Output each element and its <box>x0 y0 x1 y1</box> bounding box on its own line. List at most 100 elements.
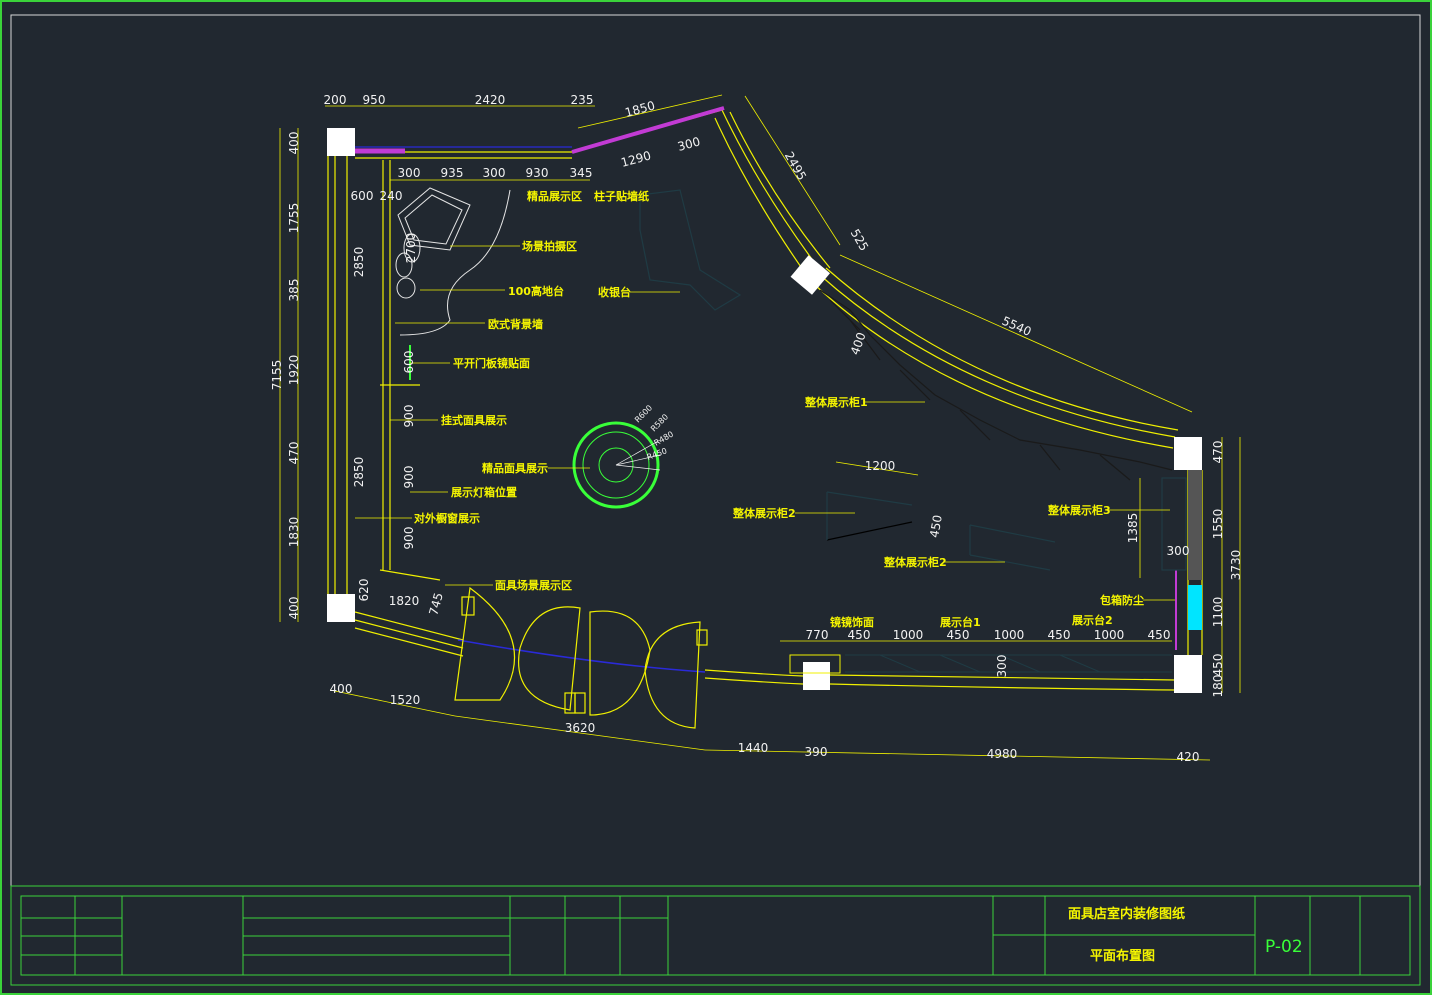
area-labels: 精品展示区 柱子贴墙纸 场景拍摄区 100高地台 收银台 欧式背景墙 平开门板镜… <box>414 189 1144 629</box>
title-block-drawing-no: P-02 <box>1265 937 1303 957</box>
dim-misc-1: 450 <box>927 514 945 539</box>
dim-counter-0: 770 <box>806 628 829 642</box>
dim-left-6: 400 <box>287 597 301 620</box>
label-boutique-display: 精品展示区 <box>527 189 582 203</box>
dim-left-10: 2700 <box>404 233 418 264</box>
dim-counter-3: 450 <box>947 628 970 642</box>
dim-left-8: 2850 <box>352 247 366 278</box>
label-cabinet-3: 整体展示柜3 <box>1047 503 1111 517</box>
dim-left-0: 400 <box>287 132 301 155</box>
dims-inner-group: 300 935 300 930 345 600 240 <box>351 166 593 203</box>
storefront-line <box>457 639 706 673</box>
dim-right-4: 180 <box>1211 675 1225 698</box>
dim-bottom-0: 400 <box>330 682 353 696</box>
label-table-2: 展示台2 <box>1071 613 1113 627</box>
dim-bottom-4: 390 <box>805 745 828 759</box>
dim-counter-5: 450 <box>1048 628 1071 642</box>
dims-top-group: 200 950 2420 235 1850 300 1290 2495 525 … <box>324 93 1034 339</box>
dim-left-4: 470 <box>287 442 301 465</box>
label-lightbox: 展示灯箱位置 <box>450 485 517 499</box>
dim-inner-3: 930 <box>526 166 549 180</box>
dim-wall-3: 900 <box>402 527 416 550</box>
title-block-drawing-name: 平面布置图 <box>1090 948 1155 964</box>
title-block <box>10 885 1421 986</box>
label-premium-masks: 精品面具展示 <box>482 461 548 475</box>
label-scene-display: 面具场景展示区 <box>495 578 572 592</box>
dim-bottom-6: 420 <box>1177 750 1200 764</box>
dim-bottom-1: 1520 <box>390 693 421 707</box>
label-mirror-door: 平开门板镜贴面 <box>453 356 530 370</box>
label-cabinet-2: 整体展示柜2 <box>732 506 796 520</box>
label-platform: 100高地台 <box>508 284 564 298</box>
label-cashier: 收银台 <box>598 285 631 299</box>
label-window-display: 对外橱窗展示 <box>414 511 480 525</box>
dim-wall-0: 600 <box>402 351 416 374</box>
dim-left-11: 620 <box>357 579 371 602</box>
dim-top-2: 2420 <box>475 93 506 107</box>
bottom-display-counters <box>789 654 1172 674</box>
dim-misc-0: 1200 <box>865 459 896 473</box>
dim-bottom-8: 745 <box>426 591 445 617</box>
dim-top-6: 1290 <box>619 148 652 169</box>
dim-counter-1: 450 <box>848 628 871 642</box>
dims-right-group: 470 1550 1100 450 180 3730 1385 300 <box>1126 441 1243 698</box>
label-column-wallpaper: 柱子贴墙纸 <box>594 189 649 203</box>
dim-round-0: R600 <box>633 403 654 424</box>
dim-counter-2: 1000 <box>893 628 924 642</box>
entrance-doors <box>454 586 708 729</box>
dim-wall-1: 900 <box>402 405 416 428</box>
dim-left-7: 7155 <box>270 360 284 391</box>
dim-bottom-7: 1820 <box>389 594 420 608</box>
dimension-lines <box>279 94 1241 761</box>
dim-counter-6: 1000 <box>1094 628 1125 642</box>
dim-top-8: 525 <box>848 227 872 254</box>
dim-bottom-2: 3620 <box>565 721 596 735</box>
dim-top-3: 235 <box>571 93 594 107</box>
dim-right-6: 1385 <box>1126 513 1140 544</box>
dim-right-7: 300 <box>1167 544 1190 558</box>
dim-inner-5: 600 <box>351 189 374 203</box>
dim-right-3: 450 <box>1211 654 1225 677</box>
dim-right-1: 1550 <box>1211 509 1225 540</box>
title-block-project: 面具店室内装修图纸 <box>1068 906 1185 922</box>
dims-round-group: R600 R580 R480 R450 <box>633 403 675 462</box>
dim-bottom-3: 1440 <box>738 741 769 755</box>
dim-left-1: 1755 <box>287 203 301 234</box>
annotation-leaders <box>355 245 1175 601</box>
dims-left-group: 400 1755 385 1920 470 1830 400 7155 2850… <box>270 132 418 620</box>
dim-top-9: 5540 <box>1000 314 1034 339</box>
dim-right-2: 1100 <box>1211 597 1225 628</box>
structural-columns <box>327 128 1202 693</box>
label-cabinet-2b: 整体展示柜2 <box>883 555 947 569</box>
dim-top-5: 300 <box>676 134 702 153</box>
dim-inner-1: 935 <box>441 166 464 180</box>
label-mirror-finish: 镜镜饰面 <box>830 615 874 629</box>
dim-left-2: 385 <box>287 279 301 302</box>
dim-top-1: 950 <box>363 93 386 107</box>
dim-inner-0: 300 <box>398 166 421 180</box>
dim-inner-6: 240 <box>380 189 403 203</box>
dim-counter-7: 450 <box>1148 628 1171 642</box>
cyan-fixture <box>1188 585 1202 630</box>
plan-walls <box>327 109 1203 691</box>
cashier-counter <box>639 189 742 311</box>
dim-inner-2: 300 <box>483 166 506 180</box>
dims-bottom-group: 400 1520 3620 1440 390 4980 420 1820 745 <box>330 591 1200 764</box>
label-photo-area: 场景拍摄区 <box>522 239 577 253</box>
label-dustproof-box: 包箱防尘 <box>1099 593 1144 607</box>
inner-frame <box>10 14 1421 986</box>
dim-right-0: 470 <box>1211 441 1225 464</box>
photo-area-furniture <box>395 187 511 336</box>
dim-top-7: 2495 <box>782 149 809 182</box>
dims-wall-group: 600 900 900 900 <box>402 351 416 550</box>
dim-bottom-5: 4980 <box>987 747 1018 761</box>
round-mask-display <box>572 421 661 509</box>
wall-accent-diagonal <box>571 106 725 154</box>
dim-right-5: 3730 <box>1229 550 1243 581</box>
dim-top-0: 200 <box>324 93 347 107</box>
label-cabinet-1: 整体展示柜1 <box>804 395 868 409</box>
dim-left-5: 1830 <box>287 517 301 548</box>
dims-counter-group: 770 450 1000 450 1000 450 1000 450 300 <box>806 628 1171 677</box>
